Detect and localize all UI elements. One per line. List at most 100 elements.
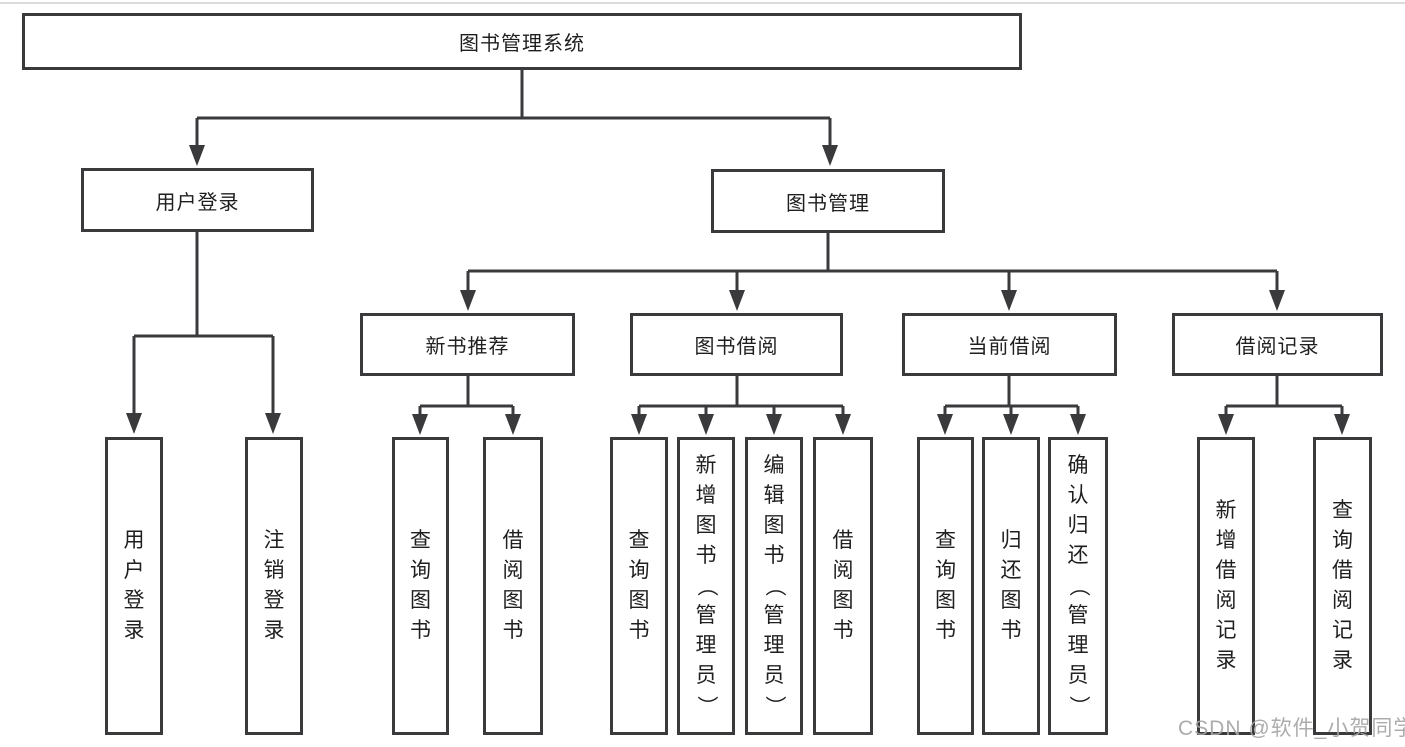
vertical-char: 询 — [1332, 529, 1353, 552]
vertical-char: 辑 — [763, 484, 785, 507]
vertical-char: 图 — [410, 589, 431, 612]
vertical-char: 借 — [1215, 559, 1237, 582]
vertical-char: 编 — [763, 454, 785, 477]
vertical-char: 确 — [1067, 454, 1089, 477]
vertical-char: 查 — [1332, 499, 1353, 522]
top-border-line — [0, 2, 1405, 4]
vertical-char: 还 — [1000, 559, 1022, 582]
leaf-query-books-borrow: 查询图书 — [610, 437, 668, 735]
vertical-char: 借 — [832, 529, 854, 552]
leaf-logout: 注销登录 — [245, 437, 303, 735]
connector-lines — [132, 68, 1344, 419]
arrowhead-icons — [126, 145, 1350, 435]
vertical-char: 书 — [410, 619, 431, 642]
vertical-char: 书 — [935, 619, 956, 642]
leaf-borrow-books-recommend: 借阅图书 — [483, 437, 543, 735]
node-root: 图书管理系统 — [22, 13, 1022, 70]
vertical-char: （ — [763, 575, 786, 597]
vertical-char: ） — [695, 695, 718, 717]
vertical-char: 录 — [123, 619, 145, 642]
vertical-char: 注 — [263, 529, 285, 552]
vertical-char: 书 — [763, 544, 785, 567]
vertical-char: 图 — [763, 514, 785, 537]
vertical-char: 录 — [263, 619, 285, 642]
vertical-char: 书 — [502, 619, 524, 642]
vertical-char: 归 — [1000, 529, 1022, 552]
vertical-char: 阅 — [832, 559, 854, 582]
vertical-char: 录 — [1332, 649, 1353, 672]
vertical-char: 询 — [935, 559, 956, 582]
node-book-borrow-label: 图书借阅 — [694, 336, 779, 358]
vertical-char: 借 — [1332, 559, 1353, 582]
vertical-char: 归 — [1067, 514, 1089, 537]
vertical-char: （ — [1067, 575, 1090, 597]
node-new-book-recommend: 新书推荐 — [360, 313, 575, 376]
node-current-borrow: 当前借阅 — [902, 313, 1117, 376]
vertical-char: 查 — [935, 529, 956, 552]
leaf-query-borrow-record: 查询借阅记录 — [1313, 437, 1372, 735]
vertical-char: 记 — [1215, 619, 1237, 642]
vertical-char: 书 — [695, 544, 717, 567]
node-current-borrow-label: 当前借阅 — [967, 336, 1052, 358]
vertical-char: 查 — [410, 529, 431, 552]
leaf-query-books-current: 查询图书 — [917, 437, 974, 735]
vertical-char: 新 — [1215, 499, 1237, 522]
vertical-char: ） — [763, 695, 786, 717]
node-user-login-label: 用户登录 — [155, 191, 240, 214]
vertical-char: 录 — [1215, 649, 1237, 672]
vertical-char: 图 — [628, 589, 650, 612]
vertical-char: 阅 — [502, 559, 524, 582]
vertical-char: 查 — [628, 529, 650, 552]
vertical-char: 理 — [763, 634, 785, 657]
vertical-char: 管 — [1067, 604, 1089, 627]
leaf-return-books: 归还图书 — [982, 437, 1040, 735]
vertical-char: ） — [1067, 695, 1090, 717]
vertical-char: 户 — [123, 559, 145, 582]
vertical-char: 用 — [123, 529, 145, 552]
node-book-management: 图书管理 — [711, 169, 945, 233]
node-book-management-label: 图书管理 — [786, 192, 870, 215]
vertical-char: 阅 — [1215, 589, 1237, 612]
vertical-char: 理 — [695, 634, 717, 657]
vertical-char: 书 — [832, 619, 854, 642]
vertical-char: 理 — [1067, 634, 1089, 657]
vertical-char: 登 — [123, 589, 145, 612]
vertical-char: 书 — [1000, 619, 1022, 642]
vertical-char: 增 — [695, 484, 717, 507]
vertical-char: 管 — [763, 604, 785, 627]
node-borrow-records: 借阅记录 — [1172, 313, 1383, 376]
vertical-char: 书 — [628, 619, 650, 642]
vertical-char: 还 — [1067, 544, 1089, 567]
vertical-char: 新 — [695, 454, 717, 477]
vertical-char: 借 — [502, 529, 524, 552]
vertical-char: 询 — [628, 559, 650, 582]
vertical-char: 图 — [1000, 589, 1022, 612]
vertical-char: 认 — [1067, 484, 1089, 507]
vertical-char: 登 — [263, 589, 285, 612]
leaf-add-books-admin: 新增图书 （ 管理员 ） — [677, 437, 735, 735]
node-new-book-recommend-label: 新书推荐 — [425, 336, 510, 358]
leaf-confirm-return-admin: 确认归还（管理员） — [1048, 437, 1108, 735]
leaf-borrow-books: 借阅图书 — [813, 437, 873, 735]
node-root-label: 图书管理系统 — [459, 33, 585, 55]
leaf-query-books-recommend: 查询图书 — [392, 437, 449, 735]
vertical-char: 图 — [695, 514, 717, 537]
vertical-char: （ — [695, 575, 718, 597]
node-borrow-records-label: 借阅记录 — [1235, 336, 1320, 358]
watermark: CSDN @软件_小贺同学 — [1178, 717, 1405, 740]
vertical-char: 询 — [410, 559, 431, 582]
leaf-add-borrow-record: 新增借阅记录 — [1197, 437, 1255, 735]
vertical-char: 记 — [1332, 619, 1353, 642]
vertical-char: 员 — [695, 664, 717, 687]
vertical-char: 管 — [695, 604, 717, 627]
vertical-char: 图 — [832, 589, 854, 612]
leaf-edit-books-admin: 编辑图书（管理员） — [745, 437, 803, 735]
vertical-char: 阅 — [1332, 589, 1353, 612]
vertical-char: 图 — [935, 589, 956, 612]
vertical-char: 图 — [502, 589, 524, 612]
leaf-user-login: 用户登录 — [105, 437, 163, 735]
vertical-char: 增 — [1215, 529, 1237, 552]
node-user-login: 用户登录 — [81, 168, 314, 232]
